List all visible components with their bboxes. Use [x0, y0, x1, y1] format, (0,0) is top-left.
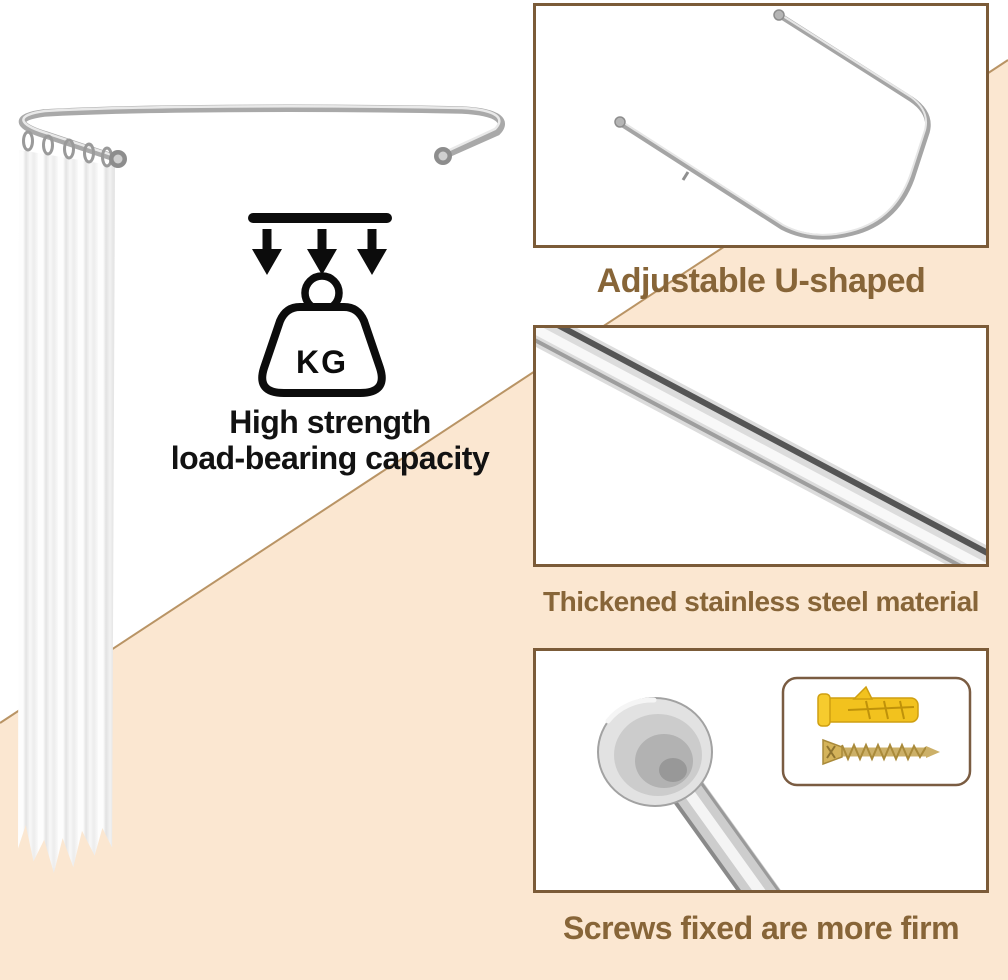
kg-weight-shape: KG	[258, 272, 386, 397]
down-arrows-icon	[252, 229, 387, 275]
screw-icon	[822, 738, 940, 766]
kg-label: KG	[296, 344, 348, 380]
wall-anchor-icon	[817, 685, 919, 727]
feature-panel-screws	[533, 648, 989, 893]
feature-panel-u-shaped	[533, 3, 989, 248]
steel-rod-closeup-image	[536, 328, 986, 564]
weight-kg-icon: KG	[248, 213, 392, 397]
feature-caption-u-shaped: Adjustable U-shaped	[596, 262, 926, 300]
hardware-inset	[781, 676, 972, 787]
feature-caption-screws: Screws fixed are more firm	[562, 910, 960, 946]
headline: High strength load-bearing capacity	[140, 404, 520, 476]
rod-adjust-joint	[681, 171, 690, 181]
headline-line-1: High strength	[229, 404, 431, 440]
u-shaped-rod-image	[614, 9, 931, 240]
rod-end-caps	[109, 147, 452, 168]
headline-line-2: load-bearing capacity	[170, 440, 490, 476]
curved-curtain-rod	[18, 104, 505, 163]
wall-flange-image	[597, 676, 972, 890]
feature-panel-stainless	[533, 325, 989, 567]
shower-curtain	[18, 149, 115, 873]
feature-column: Adjustable U-shaped Thickened stainless …	[533, 0, 989, 980]
load-bar	[248, 213, 392, 223]
wall-flange	[597, 697, 713, 807]
feature-caption-stainless: Thickened stainless steel material	[543, 586, 979, 617]
curtain-rod-photo	[18, 104, 505, 168]
